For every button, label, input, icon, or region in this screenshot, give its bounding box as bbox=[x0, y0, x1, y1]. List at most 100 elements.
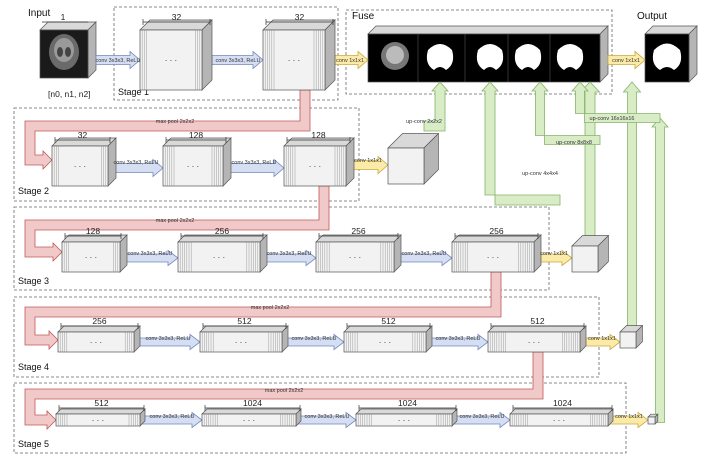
stage-3-conv-label-2: conv 3x3x3, ReLU bbox=[267, 251, 312, 257]
stage-1-block-2-ellipsis: · · · bbox=[288, 56, 300, 65]
stage-4-conv1x1-label: conv 1x1x1 bbox=[588, 336, 616, 342]
stage-2-ch-3: 128 bbox=[311, 130, 325, 140]
stage-3-block-2-ellipsis: · · · bbox=[213, 253, 225, 262]
stage-4-pool-label: max pool 2x2x2 bbox=[251, 305, 290, 311]
stage-2-label: Stage 2 bbox=[18, 186, 49, 196]
stage-2-conv-label-1: conv 3x3x3, ReLU bbox=[114, 160, 159, 166]
stage-5-pool-arrow bbox=[24, 351, 544, 430]
stage-4-conv-label-3: conv 3x3x3, ReLU bbox=[436, 336, 481, 342]
stage-2-conv1x1-label: conv 1x1x1 bbox=[354, 158, 382, 164]
stage-5-upconv-label: up-conv 16x16x16 bbox=[590, 116, 635, 122]
output-title: Output bbox=[637, 11, 667, 22]
stage-4-upconv-arrow bbox=[531, 81, 601, 145]
input-volume bbox=[39, 21, 97, 79]
fuse-conv1x1-label: conv 1x1x1 bbox=[612, 58, 640, 64]
stage-1-ch-1: 32 bbox=[172, 12, 182, 22]
stage-4-upconv-shaft bbox=[622, 81, 642, 333]
stage-5-conv-label-1: conv 3x3x3, ReLU bbox=[150, 414, 195, 420]
stage-3-ch-4: 256 bbox=[489, 226, 503, 236]
stage-3-pool-label: max pool 2x2x2 bbox=[156, 218, 195, 224]
stage-1-block-1: · · · bbox=[139, 19, 213, 91]
stage-5-conv-arrow-2 bbox=[297, 411, 357, 429]
stage-4-ch-4: 512 bbox=[530, 316, 544, 326]
stage-5-block-1: · · · bbox=[55, 408, 146, 427]
stage-4-block-2-ellipsis: · · · bbox=[235, 338, 247, 347]
stage-5-conv1x1-arrow bbox=[609, 411, 649, 429]
fuse-frame bbox=[345, 9, 613, 95]
stage-5-cube bbox=[647, 413, 659, 425]
input-channels-label: 1 bbox=[61, 12, 66, 22]
stage-4-frame bbox=[13, 296, 600, 378]
stage-3-cube bbox=[571, 234, 610, 273]
stage-3-frame bbox=[13, 206, 550, 291]
stage-4-ch-2: 512 bbox=[237, 316, 251, 326]
stage-2-pool-label: max pool 2x2x2 bbox=[156, 119, 195, 125]
stage-5-pool-label: max pool 2x2x2 bbox=[265, 388, 304, 394]
stage-5-conv-label-2: conv 3x3x3, ReLU bbox=[305, 414, 350, 420]
stage-4-conv-arrow-2 bbox=[283, 333, 345, 351]
stage-2-block-3-ellipsis: · · · bbox=[309, 162, 321, 171]
stage-3-block-1-ellipsis: · · · bbox=[85, 253, 97, 262]
output-volume bbox=[644, 25, 698, 83]
stage-2-upconv-arrow bbox=[423, 81, 449, 132]
stage-4-conv-label-1: conv 3x3x3, ReLU bbox=[146, 336, 191, 342]
stage-1-block-2: · · · bbox=[262, 19, 336, 91]
stage-3-block-1: · · · bbox=[61, 234, 128, 273]
stage-4-block-3-ellipsis: · · · bbox=[379, 338, 391, 347]
stage-4-pool-arrow bbox=[24, 271, 502, 350]
stage-4-block-4-ellipsis: · · · bbox=[528, 338, 540, 347]
stage-1-conv1x1-label: conv 1x1x1 bbox=[336, 58, 364, 64]
stage-5-conv1x1-label: conv 1x1x1 bbox=[615, 414, 643, 420]
input-conv-arrow bbox=[95, 50, 141, 70]
stage-5-block-1-ellipsis: · · · bbox=[92, 416, 104, 425]
stage-1-label: Stage 1 bbox=[118, 87, 149, 97]
stage-3-conv-arrow-2 bbox=[261, 249, 317, 267]
stage-5-conv-label-3: conv 3x3x3, ReLU bbox=[460, 414, 505, 420]
label-layer: conv 3x3x3, ReLU 32 conv 3x3x3, ReLU 32 conv… bbox=[54, 12, 643, 420]
stage-5-ch-2: 1024 bbox=[243, 398, 262, 408]
stage-5-conv-arrow-3 bbox=[453, 411, 511, 429]
stage-2-conv-arrow-2 bbox=[224, 158, 285, 178]
stage-1-conv-label: conv 3x3x3, ReLU bbox=[216, 58, 261, 64]
stage-2-ch-2: 128 bbox=[189, 130, 203, 140]
stage-2-block-1-ellipsis: · · · bbox=[74, 162, 86, 171]
input-title: Input bbox=[28, 8, 50, 19]
stage-3-upconv-arrow bbox=[481, 81, 561, 206]
stage-5-ch-3: 1024 bbox=[398, 398, 417, 408]
stage-5-block-3-ellipsis: · · · bbox=[398, 416, 410, 425]
stage-3-label: Stage 3 bbox=[18, 276, 49, 286]
input-conv-label: conv 3x3x3, ReLU bbox=[96, 58, 141, 64]
stage-5-label: Stage 5 bbox=[18, 439, 49, 449]
stage-4-conv-label-2: conv 3x3x3, ReLU bbox=[292, 336, 337, 342]
stage-3-conv-arrow-3 bbox=[395, 249, 453, 267]
stage-2-pool-arrow bbox=[24, 89, 311, 170]
stage-1-ch-2: 32 bbox=[295, 12, 305, 22]
stage-3-block-3: · · · bbox=[315, 234, 402, 273]
stage-3-conv-arrow-1 bbox=[121, 249, 179, 267]
stage-4-conv1x1-arrow bbox=[583, 333, 621, 351]
stage-5-upconv-link bbox=[651, 117, 669, 423]
stage-2-frame bbox=[13, 107, 360, 202]
stage-3-ch-2: 256 bbox=[215, 226, 229, 236]
stage-3-conv-label-3: conv 3x3x3, ReLU bbox=[402, 251, 447, 257]
stage-4-ch-3: 512 bbox=[381, 316, 395, 326]
stage-5-block-2: · · · bbox=[201, 408, 302, 427]
stage-3-conv-label-1: conv 3x3x3, ReLU bbox=[128, 251, 173, 257]
stage-5-ch-4: 1024 bbox=[553, 398, 572, 408]
stage-2-block-1: · · · bbox=[51, 137, 117, 187]
stage-3-pool-arrow bbox=[24, 185, 330, 262]
stage-4-upconv-label: up-conv 8x8x8 bbox=[556, 140, 592, 146]
stage-2-upconv-label: up-conv 2x2x2 bbox=[406, 119, 442, 125]
stage-5-conv-arrow-1 bbox=[141, 411, 203, 429]
fuse-volume bbox=[367, 25, 609, 83]
stage-3-block-4-ellipsis: · · · bbox=[487, 253, 499, 262]
feature-map-layer: · · · · · · · · · · · · · · · · · · · · · · · ·… bbox=[51, 19, 659, 427]
stage-1-conv1x1-arrow bbox=[334, 50, 369, 70]
stage-5-block-2-ellipsis: · · · bbox=[243, 416, 255, 425]
arrow-layer bbox=[24, 50, 669, 430]
stage-4-cube bbox=[619, 324, 644, 349]
stage-2-conv-label-2: conv 3x3x3, ReLU bbox=[232, 160, 277, 166]
stage-4-conv-arrow-3 bbox=[427, 333, 489, 351]
